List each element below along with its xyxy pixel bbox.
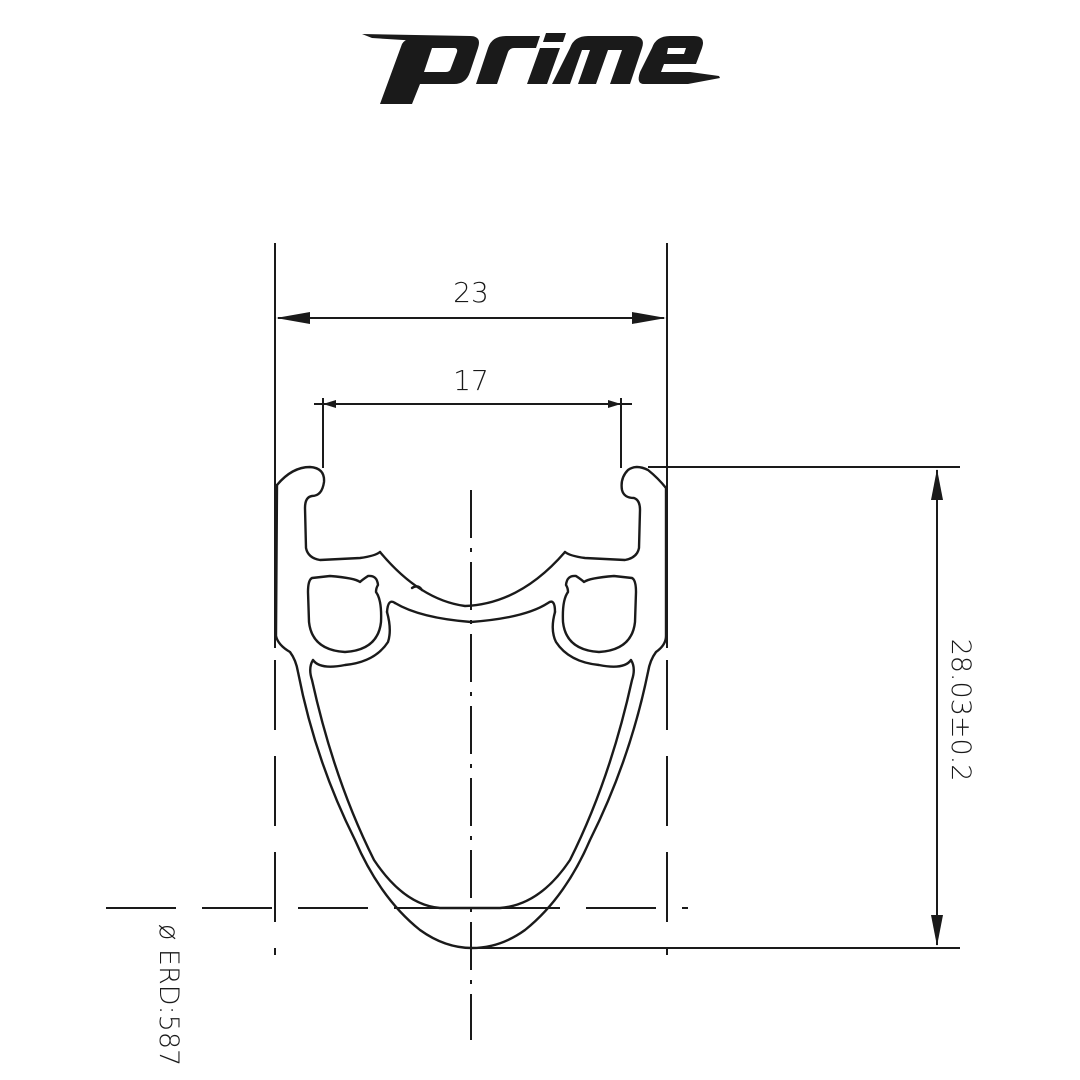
arrow-right-small-icon	[608, 400, 621, 408]
inner-width-dimension: 17	[314, 364, 632, 468]
arrow-down-icon	[931, 915, 943, 946]
rim-profile	[274, 465, 668, 950]
prime-logo	[362, 33, 720, 104]
erd-label: ø ERD:587	[153, 924, 184, 1066]
main-cavity	[309, 610, 635, 910]
arrow-left-icon	[276, 312, 310, 324]
rim-outer-wall	[275, 465, 382, 562]
outer-width-dimension: 23	[276, 276, 666, 324]
arrow-right-icon	[632, 312, 666, 324]
depth-dimension: 28.03±0.2	[472, 466, 976, 949]
depth-label: 28.03±0.2	[945, 639, 976, 782]
right-chamber	[561, 574, 638, 654]
left-chamber	[306, 574, 383, 654]
arrow-left-small-icon	[323, 400, 336, 408]
inner-width-label: 17	[453, 364, 489, 397]
arrow-up-icon	[931, 469, 943, 500]
outer-width-label: 23	[453, 276, 489, 309]
inner-spoke-bed-arc	[393, 600, 557, 624]
tire-bed-arc	[378, 550, 567, 608]
